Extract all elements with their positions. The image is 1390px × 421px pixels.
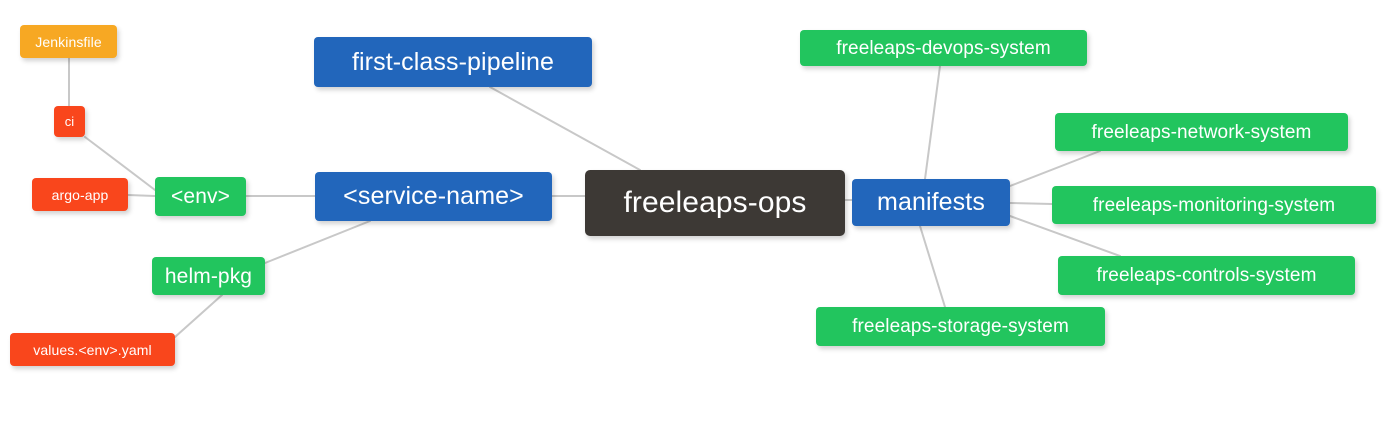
- edge-argo-app-to-env: [127, 194, 156, 197]
- edge-manifests-to-freeleaps-devops-system: [924, 65, 941, 180]
- edge-manifests-to-freeleaps-network-system: [1009, 150, 1101, 187]
- edge-first-class-pipeline-to-freeleaps-ops: [489, 86, 641, 171]
- node-manifests[interactable]: manifests: [852, 179, 1010, 226]
- node-freeleaps-storage-system[interactable]: freeleaps-storage-system: [816, 307, 1105, 346]
- node-freeleaps-devops-system[interactable]: freeleaps-devops-system: [800, 30, 1087, 66]
- node-label: freeleaps-network-system: [1091, 121, 1312, 143]
- node-freeleaps-ops[interactable]: freeleaps-ops: [585, 170, 845, 236]
- edge-values-yaml-to-helm-pkg: [174, 294, 223, 338]
- node-label: freeleaps-devops-system: [836, 37, 1051, 59]
- node-ci[interactable]: ci: [54, 106, 85, 137]
- node-label: first-class-pipeline: [351, 47, 555, 76]
- edge-manifests-to-freeleaps-storage-system: [919, 225, 946, 308]
- edge-manifests-to-freeleaps-monitoring-system: [1009, 202, 1053, 205]
- node-freeleaps-controls-system[interactable]: freeleaps-controls-system: [1058, 256, 1355, 295]
- node-label: <service-name>: [343, 182, 524, 210]
- node-label: freeleaps-controls-system: [1096, 265, 1317, 286]
- node-argo-app[interactable]: argo-app: [32, 178, 128, 211]
- node-label: argo-app: [51, 186, 109, 203]
- node-label: Jenkinsfile: [35, 33, 102, 50]
- node-label: values.<env>.yaml: [33, 341, 152, 358]
- node-label: manifests: [877, 188, 985, 216]
- node-freeleaps-network-system[interactable]: freeleaps-network-system: [1055, 113, 1348, 151]
- node-label: ci: [64, 114, 75, 129]
- node-label: freeleaps-ops: [623, 186, 807, 219]
- node-jenkinsfile[interactable]: Jenkinsfile: [20, 25, 117, 58]
- node-freeleaps-monitoring-system[interactable]: freeleaps-monitoring-system: [1052, 186, 1376, 224]
- node-helm-pkg[interactable]: helm-pkg: [152, 257, 265, 295]
- node-service-name[interactable]: <service-name>: [315, 172, 552, 221]
- edge-helm-pkg-to-service-name: [264, 220, 371, 264]
- node-label: freeleaps-monitoring-system: [1092, 194, 1336, 216]
- node-values-yaml[interactable]: values.<env>.yaml: [10, 333, 175, 366]
- node-first-class-pipeline[interactable]: first-class-pipeline: [314, 37, 592, 87]
- node-label: <env>: [171, 185, 230, 208]
- node-env[interactable]: <env>: [155, 177, 246, 216]
- node-label: helm-pkg: [164, 264, 253, 288]
- node-label: freeleaps-storage-system: [852, 316, 1069, 337]
